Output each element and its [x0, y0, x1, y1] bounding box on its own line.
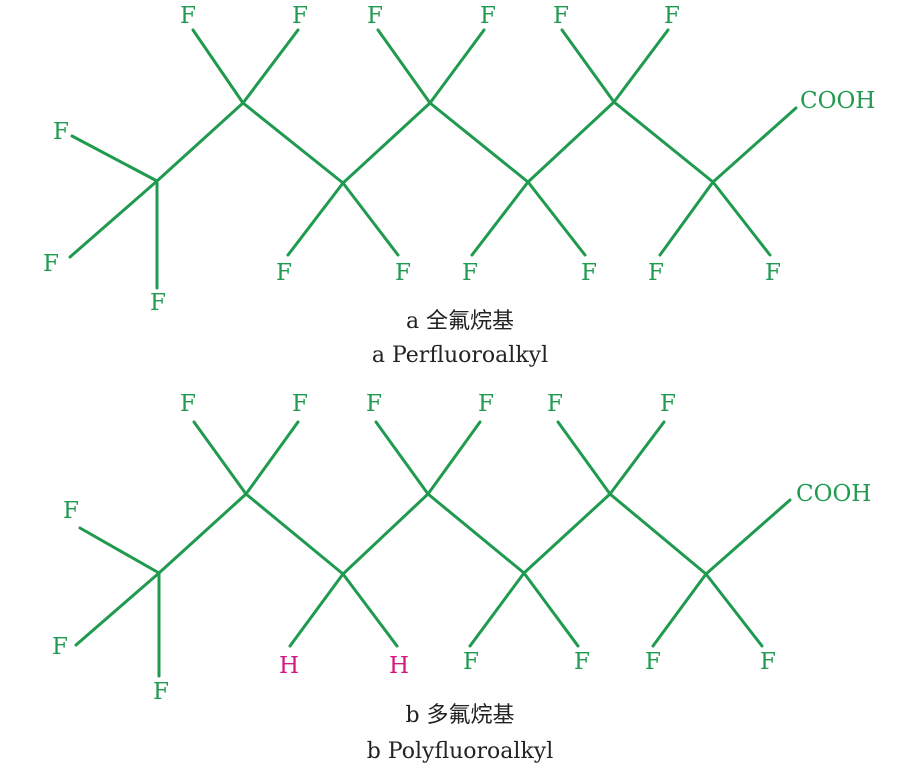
fluorine-label: F: [462, 260, 478, 286]
fluorine-label: F: [553, 3, 569, 29]
fluorine-label: F: [367, 3, 383, 29]
c-f-bond: [286, 181, 345, 257]
fluorine-label: F: [53, 119, 69, 145]
backbone-bond: [522, 492, 612, 575]
fluorine-label: F: [581, 260, 597, 286]
fluorine-label: F: [180, 3, 196, 29]
fluorine-label: F: [760, 649, 776, 675]
c-f-bond: [241, 28, 300, 105]
c-f-bond: [522, 571, 580, 648]
caption-a-english: a Perfluoroalkyl: [372, 343, 548, 368]
fluorine-label: F: [574, 649, 590, 675]
acid-bond: [704, 498, 792, 576]
fluorine-label: F: [292, 391, 308, 417]
fluorine-label: F: [43, 251, 59, 277]
acid-bond: [711, 106, 798, 184]
fluorine-label: F: [645, 649, 661, 675]
c-h-bond: [288, 572, 345, 648]
backbone-bond: [244, 492, 345, 576]
caption-b-english: b Polyfluoroalkyl: [367, 739, 554, 764]
caption-a-chinese: a 全氟烷基: [406, 309, 514, 334]
fluorine-label: F: [153, 679, 169, 705]
backbone-bond: [155, 101, 245, 183]
structure-b-atom-labels: F F F F F F F F F H H F F F F COOH: [52, 391, 871, 705]
caption-b-chinese: b 多氟烷基: [405, 703, 514, 728]
c-h-bond: [341, 572, 399, 648]
c-f-bond: [658, 180, 715, 257]
backbone-bond: [341, 101, 432, 185]
c-f-bond: [374, 420, 430, 496]
fluorine-label: F: [547, 391, 563, 417]
fluorine-label: F: [150, 290, 166, 316]
c-f-bond: [468, 571, 526, 648]
fluorine-label: F: [180, 391, 196, 417]
c-f-bond: [426, 420, 482, 496]
c-f-bond: [78, 526, 161, 575]
c-f-bond: [68, 179, 159, 259]
backbone-bond: [428, 101, 530, 184]
c-f-bond: [608, 420, 666, 496]
c-f-bond: [341, 181, 400, 257]
backbone-bond: [608, 492, 708, 576]
c-f-bond: [376, 28, 432, 105]
c-f-bond: [70, 134, 159, 183]
carboxyl-label: COOH: [800, 88, 875, 114]
c-f-bond: [556, 420, 612, 496]
fluorine-label: F: [480, 3, 496, 29]
c-f-bond: [651, 572, 708, 648]
fluorine-label: F: [765, 260, 781, 286]
structure-a-bonds: [68, 28, 798, 290]
fluorine-label: F: [366, 391, 382, 417]
fluorine-label: F: [648, 260, 664, 286]
backbone-bond: [426, 492, 526, 575]
fluorine-label: F: [292, 3, 308, 29]
hydrogen-label: H: [279, 653, 299, 679]
fluorine-label: F: [63, 498, 79, 524]
fluorine-label: F: [395, 260, 411, 286]
fluorine-label: F: [463, 649, 479, 675]
c-f-bond: [74, 571, 161, 647]
backbone-bond: [341, 492, 430, 576]
carboxyl-label: COOH: [796, 481, 871, 507]
structure-a-perfluoroalkyl: F F F F F F F F F F F F F F F COOH a 全氟烷…: [43, 3, 875, 368]
hydrogen-label: H: [389, 653, 409, 679]
structure-a-atom-labels: F F F F F F F F F F F F F F F COOH: [43, 3, 875, 316]
c-f-bond: [612, 28, 670, 104]
fluorine-label: F: [52, 634, 68, 660]
fluorine-label: F: [664, 3, 680, 29]
fluorine-label: F: [660, 391, 676, 417]
backbone-bond: [612, 100, 715, 184]
c-f-bond: [560, 28, 616, 104]
fluorine-label: F: [478, 391, 494, 417]
backbone-bond: [241, 101, 345, 185]
c-f-bond: [192, 420, 248, 496]
c-f-bond: [711, 180, 772, 257]
structure-b-polyfluoroalkyl: F F F F F F F F F H H F F F F COOH b 多氟烷…: [52, 391, 871, 764]
fluorine-label: F: [276, 260, 292, 286]
c-f-bond: [428, 28, 486, 105]
c-f-bond: [470, 180, 530, 257]
backbone-bond: [526, 100, 616, 184]
c-f-bond: [526, 180, 587, 257]
structure-b-bonds: [74, 420, 792, 678]
c-f-bond: [244, 420, 300, 496]
c-f-bond: [704, 572, 764, 648]
c-f-bond: [191, 28, 245, 105]
backbone-bond: [157, 492, 248, 575]
